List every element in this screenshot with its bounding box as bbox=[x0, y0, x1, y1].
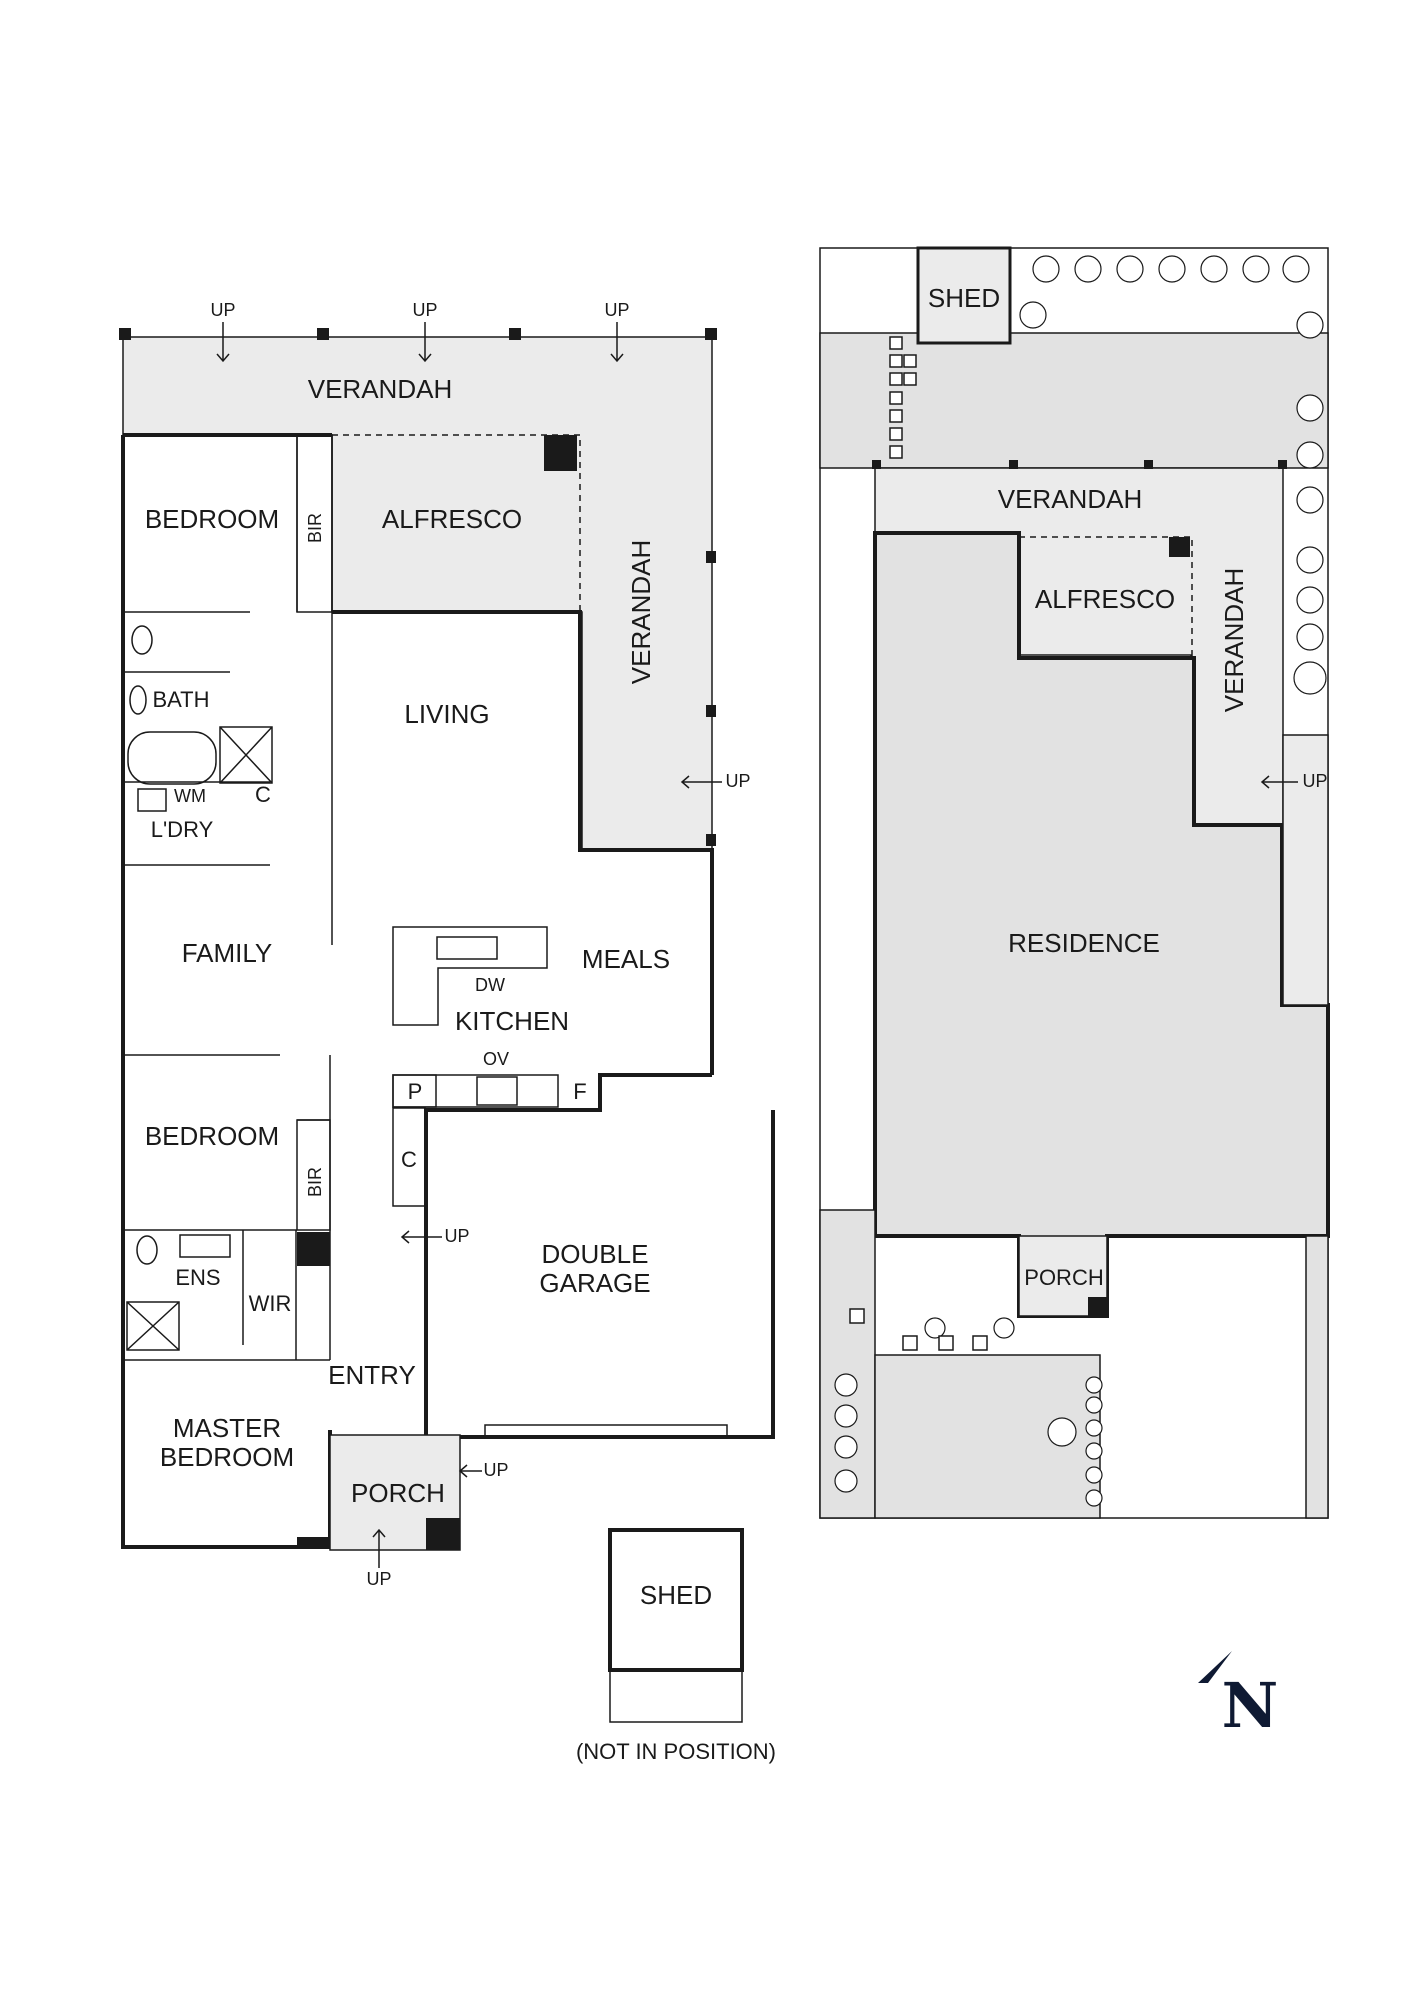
verandah-post bbox=[119, 328, 131, 340]
cupboard-c bbox=[392, 1107, 426, 1207]
master-bedroom-label-2: BEDROOM bbox=[160, 1442, 294, 1472]
verandah-top-label: VERANDAH bbox=[308, 374, 452, 404]
shed-label: SHED bbox=[640, 1580, 712, 1610]
up-label: UP bbox=[366, 1569, 391, 1589]
bath-label: BATH bbox=[152, 687, 209, 712]
shower bbox=[219, 726, 273, 784]
ensuite-shower bbox=[126, 1301, 180, 1351]
verandah-post bbox=[705, 328, 717, 340]
pantry-box bbox=[392, 1074, 437, 1108]
ens-label: ENS bbox=[175, 1265, 220, 1290]
bedroom-2-label: BEDROOM bbox=[145, 1121, 279, 1151]
verandah-area bbox=[122, 336, 713, 851]
bir-cupboard bbox=[296, 434, 333, 613]
meals-label: MEALS bbox=[582, 944, 670, 974]
living-label: LIVING bbox=[404, 699, 489, 729]
master-bedroom-label-1: MASTER bbox=[173, 1413, 281, 1443]
site-post bbox=[872, 460, 881, 469]
front-lawn-left bbox=[819, 1209, 876, 1519]
up-arrows bbox=[216, 322, 722, 1568]
wm-label: WM bbox=[174, 786, 206, 806]
site-shed bbox=[916, 246, 1012, 345]
shower-cross bbox=[219, 726, 273, 784]
shed-note-label: (NOT IN POSITION) bbox=[576, 1739, 776, 1764]
double-garage-label-1: DOUBLE bbox=[542, 1239, 649, 1269]
shrubs bbox=[834, 255, 1327, 1507]
kitchen-island bbox=[392, 926, 548, 1026]
ov-label: OV bbox=[483, 1049, 509, 1069]
site-right-strip bbox=[1305, 1235, 1329, 1519]
toilet bbox=[131, 625, 153, 655]
verandah-side-label: VERANDAH bbox=[626, 540, 656, 684]
cooktop bbox=[476, 1076, 518, 1106]
family-label: FAMILY bbox=[182, 938, 273, 968]
bir-cupboard-2 bbox=[296, 1119, 331, 1231]
north-arrow-icon bbox=[1198, 1651, 1232, 1683]
alfresco-label: ALFRESCO bbox=[382, 504, 522, 534]
internal-walls bbox=[123, 435, 333, 1361]
shed-step bbox=[609, 1669, 743, 1723]
site-verandah-side-label: VERANDAH bbox=[1219, 568, 1249, 712]
floor-plan: VERANDAH VERANDAH BEDROOM BIR ALFRESCO B… bbox=[119, 300, 776, 1764]
porch-post bbox=[426, 1518, 460, 1550]
alfresco-roof-edge bbox=[332, 434, 581, 612]
bathtub bbox=[127, 731, 217, 785]
site-plan: SHED VERANDAH ALFRESCO VERANDAH UP RESID… bbox=[819, 246, 1330, 1519]
up-label: UP bbox=[412, 300, 437, 320]
f-label: F bbox=[573, 1079, 586, 1104]
up-label: UP bbox=[604, 300, 629, 320]
site-alfresco-label: ALFRESCO bbox=[1035, 584, 1175, 614]
corner-post bbox=[297, 1537, 330, 1549]
verandah-post bbox=[706, 834, 716, 846]
basin bbox=[129, 685, 147, 715]
verandah-post bbox=[706, 551, 716, 563]
p-label: P bbox=[408, 1079, 423, 1104]
garage-door bbox=[484, 1424, 728, 1438]
verandah-post bbox=[706, 705, 716, 717]
residence-label: RESIDENCE bbox=[1008, 928, 1160, 958]
ensuite-post bbox=[297, 1232, 330, 1266]
ensuite-basin bbox=[179, 1234, 231, 1258]
stepping-stones bbox=[849, 336, 988, 1351]
up-label: UP bbox=[483, 1460, 508, 1480]
site-up-label: UP bbox=[1302, 771, 1327, 791]
ensuite-toilet bbox=[136, 1235, 158, 1265]
up-label: UP bbox=[210, 300, 235, 320]
alfresco-post bbox=[544, 435, 577, 471]
c-kitchen-label: C bbox=[401, 1147, 417, 1172]
kitchen-label: KITCHEN bbox=[455, 1006, 569, 1036]
side-path bbox=[1282, 734, 1329, 1006]
washing-machine bbox=[137, 788, 167, 812]
bir-1-label: BIR bbox=[305, 513, 325, 543]
site-post bbox=[1009, 460, 1018, 469]
dw-label: DW bbox=[475, 975, 505, 995]
up-label: UP bbox=[725, 771, 750, 791]
c-laundry-label: C bbox=[255, 782, 271, 807]
bir-2-label: BIR bbox=[305, 1167, 325, 1197]
entry-label: ENTRY bbox=[328, 1360, 416, 1390]
site-up-arrow bbox=[1260, 775, 1298, 789]
site-post bbox=[1278, 460, 1287, 469]
porch-label: PORCH bbox=[351, 1478, 445, 1508]
double-garage-label-2: GARAGE bbox=[539, 1268, 650, 1298]
site-post bbox=[1144, 460, 1153, 469]
site-porch-label: PORCH bbox=[1024, 1265, 1103, 1290]
site-verandah-top-label: VERANDAH bbox=[998, 484, 1142, 514]
site-alfresco-edge bbox=[1019, 536, 1193, 658]
site-alfresco-post bbox=[1169, 537, 1190, 557]
verandah-post bbox=[509, 328, 521, 340]
sink bbox=[436, 936, 498, 960]
compass: N bbox=[1198, 1651, 1278, 1742]
wir-label: WIR bbox=[249, 1291, 292, 1316]
site-porch-post bbox=[1088, 1297, 1107, 1316]
ensuite-shower-cross bbox=[126, 1301, 180, 1351]
verandah-post bbox=[317, 328, 329, 340]
site-shed-label: SHED bbox=[928, 283, 1000, 313]
north-label: N bbox=[1222, 1669, 1279, 1742]
laundry-label: L'DRY bbox=[151, 817, 214, 842]
up-label: UP bbox=[444, 1226, 469, 1246]
bedroom-1-label: BEDROOM bbox=[145, 504, 279, 534]
